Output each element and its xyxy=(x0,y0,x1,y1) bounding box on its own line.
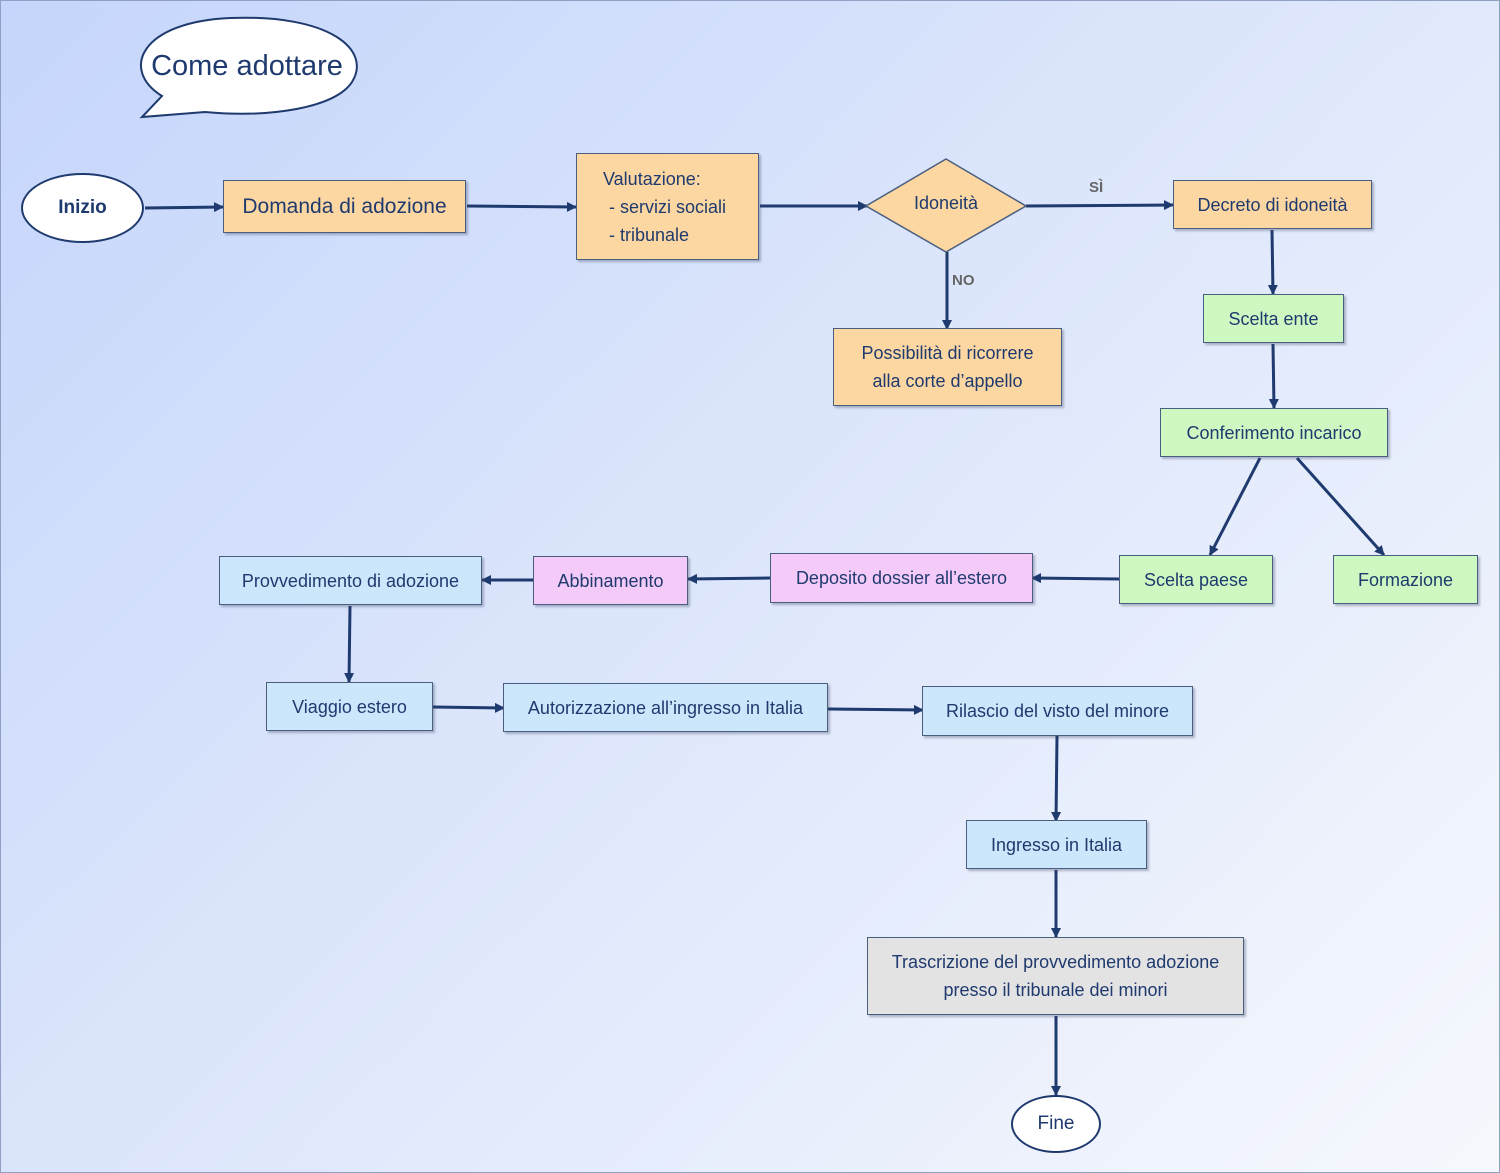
node-inizio: Inizio xyxy=(21,173,144,243)
node-rilascio-visto: Rilascio del visto del minore xyxy=(922,686,1193,736)
arrow-provvedimento-viaggio xyxy=(344,605,355,683)
node-idoneita-label: Idoneità xyxy=(913,193,979,213)
speech-bubble-shape xyxy=(139,16,358,119)
arrow-autorizzazione-rilascio xyxy=(827,704,924,715)
node-formazione: Formazione xyxy=(1333,555,1478,604)
arrow-scelta-ente-conferimento xyxy=(1268,343,1279,409)
ricorso-line-2: alla corte d’appello xyxy=(872,371,1023,391)
node-conferimento-incarico: Conferimento incarico xyxy=(1160,408,1388,457)
arrow-inizio-domanda xyxy=(144,202,224,213)
arrow-rilascio-ingresso xyxy=(1051,735,1062,822)
valutazione-line-2: - servizi sociali xyxy=(609,196,727,217)
node-scelta-ente: Scelta ente xyxy=(1203,294,1344,343)
arrow-idoneita-decreto xyxy=(1025,200,1174,211)
node-trascrizione-provvedimento: Trascrizione del provvedimento adozione … xyxy=(867,937,1244,1015)
arrow-decreto-scelta-ente xyxy=(1267,229,1278,295)
node-deposito-dossier: Deposito dossier all’estero xyxy=(770,553,1033,603)
arrow-conferimento-scelta-paese xyxy=(1208,457,1262,556)
node-valutazione: Valutazione: - servizi sociali - tribuna… xyxy=(576,153,759,260)
title-speech-bubble xyxy=(139,16,358,119)
node-viaggio-estero: Viaggio estero xyxy=(266,682,433,731)
node-abbinamento: Abbinamento xyxy=(533,556,688,605)
edge-label-no: NO xyxy=(952,272,975,289)
arrow-viaggio-autorizzazione xyxy=(432,702,505,713)
trascrizione-line-2: presso il tribunale dei minori xyxy=(943,980,1168,1000)
valutazione-line-3: - tribunale xyxy=(609,224,690,245)
node-ricorso-corte-appello: Possibilità di ricorrere alla corte d’ap… xyxy=(833,328,1062,406)
arrow-domanda-valutazione xyxy=(466,201,577,212)
node-fine: Fine xyxy=(1011,1095,1101,1153)
arrow-scelta-paese-deposito xyxy=(1031,573,1120,584)
valutazione-line-1: Valutazione: xyxy=(603,168,701,189)
decision-diamond-idoneita xyxy=(864,158,1028,253)
edge-label-yes: SÌ xyxy=(1089,179,1104,196)
node-provvedimento-adozione: Provvedimento di adozione xyxy=(219,556,482,605)
node-domanda-adozione: Domanda di adozione xyxy=(223,180,466,233)
node-scelta-paese: Scelta paese xyxy=(1119,555,1273,604)
node-ingresso-italia: Ingresso in Italia xyxy=(966,820,1147,869)
arrow-conferimento-formazione xyxy=(1295,456,1386,557)
ricorso-line-1: Possibilità di ricorrere xyxy=(861,343,1034,363)
node-decreto-idoneita: Decreto di idoneità xyxy=(1173,180,1372,229)
trascrizione-line-1: Trascrizione del provvedimento adozione xyxy=(891,952,1220,972)
diagram-title: Come adottare xyxy=(151,50,343,82)
node-autorizzazione-ingresso: Autorizzazione all’ingresso in Italia xyxy=(503,683,828,732)
arrow-deposito-abbinamento xyxy=(687,573,771,584)
